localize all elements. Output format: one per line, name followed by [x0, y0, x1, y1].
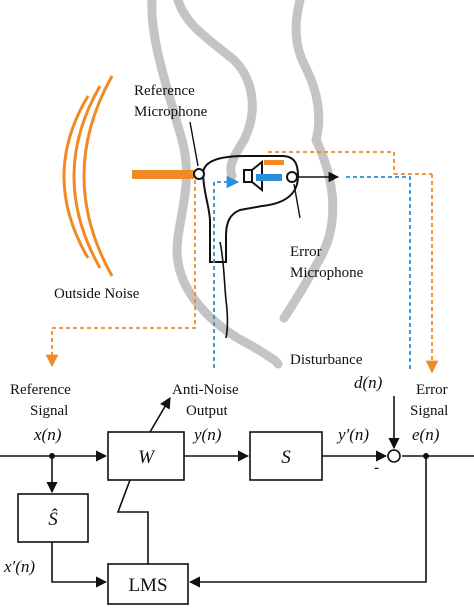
inner-noise-bar [264, 160, 284, 165]
earphone [201, 155, 300, 339]
noise-waves [62, 75, 114, 277]
reference-mic-pointer [189, 121, 199, 167]
lms-block-label: LMS [128, 575, 167, 596]
reference-dashed-path [45, 180, 196, 368]
x-junction-dot [49, 453, 55, 459]
anti-noise-bar [256, 174, 282, 181]
x-signal-label: x(n) [33, 425, 62, 444]
s-block [249, 431, 323, 481]
error-signal-label-1: Error [416, 382, 448, 398]
x-prime-signal-label: x′(n) [3, 557, 35, 576]
noise-path-bar [132, 170, 194, 179]
s-hat-block-label: Ŝ [48, 508, 58, 530]
ear-outline [147, 0, 338, 369]
error-microphone-label-1: Error [290, 244, 322, 260]
e-signal-label: e(n) [412, 425, 440, 444]
reference-microphone-label-1: Reference [134, 83, 195, 99]
reference-microphone-icon [193, 168, 205, 180]
disturbance-label: Disturbance [290, 352, 363, 368]
anti-noise-label-1: Anti-Noise [172, 382, 239, 398]
d-signal-label: d(n) [354, 373, 383, 392]
s-hat-block [17, 493, 89, 543]
error-dashed-path [268, 151, 395, 174]
reference-signal-label-1: Reference [10, 382, 71, 398]
anti-noise-label-2: Output [186, 403, 229, 419]
error-microphone-icon [286, 171, 298, 183]
reference-signal-label-2: Signal [30, 403, 68, 419]
y-signal-label: y(n) [192, 425, 222, 444]
lms-block [107, 563, 189, 605]
error-mic-pointer [293, 183, 301, 219]
s-block-label: S [281, 447, 291, 468]
anti-noise-dashed-path [213, 175, 240, 368]
error-signal-label-2: Signal [410, 403, 448, 419]
outside-noise-label: Outside Noise [54, 286, 140, 302]
w-block [107, 431, 185, 481]
block-diagram [0, 397, 474, 588]
error-microphone-label-2: Microphone [290, 265, 364, 281]
reference-microphone-label-2: Microphone [134, 104, 208, 120]
y-prime-signal-label: y′(n) [336, 425, 369, 444]
w-block-label: W [138, 447, 156, 468]
summing-junction [387, 449, 401, 463]
e-junction-dot [423, 453, 429, 459]
summing-sign: - [374, 460, 379, 476]
error-blue-dashed-path [346, 176, 411, 372]
